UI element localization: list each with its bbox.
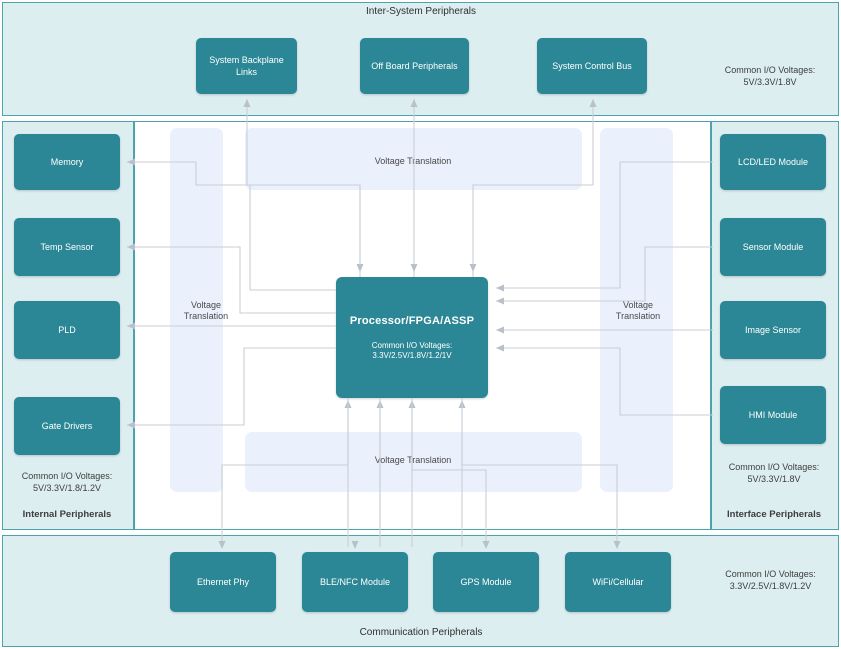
voltages-interface: Common I/O Voltages: 5V/3.3V/1.8V <box>707 461 841 485</box>
node-off-board-peripherals[interactable]: Off Board Peripherals <box>360 38 469 94</box>
section-title-inter-system: Inter-System Peripherals <box>365 6 477 17</box>
voltages-communication: Common I/O Voltages: 3.3V/2.5V/1.8V/1.2V <box>700 568 841 592</box>
node-hmi-module[interactable]: HMI Module <box>720 386 826 444</box>
node-gps-module[interactable]: GPS Module <box>433 552 539 612</box>
node-label: Memory <box>50 157 84 167</box>
vt-label-line1: Voltage <box>622 300 654 310</box>
voltages-line1: Common I/O Voltages: <box>725 569 816 579</box>
node-ethernet-phy[interactable]: Ethernet Phy <box>170 552 276 612</box>
node-wifi-cellular[interactable]: WiFi/Cellular <box>565 552 671 612</box>
voltages-line2: 5V/3.3V/1.8V <box>747 474 801 484</box>
node-label: System Control Bus <box>552 61 632 71</box>
vt-label-line2: Translation <box>183 311 229 321</box>
node-sensor-module[interactable]: Sensor Module <box>720 218 826 276</box>
voltage-translation-label-top: Voltage Translation <box>374 156 452 166</box>
node-pld[interactable]: PLD <box>14 301 120 359</box>
node-label: Ethernet Phy <box>196 577 250 587</box>
voltages-internal: Common I/O Voltages: 5V/3.3V/1.8/1.2V <box>0 470 134 494</box>
node-gate-drivers[interactable]: Gate Drivers <box>14 397 120 455</box>
node-label: Sensor Module <box>742 242 804 252</box>
node-label: GPS Module <box>460 577 512 587</box>
node-label: Temp Sensor <box>40 242 94 252</box>
node-system-control-bus[interactable]: System Control Bus <box>537 38 647 94</box>
node-label-line1: System Backplane <box>209 55 284 65</box>
voltages-line1: Common I/O Voltages: <box>724 65 816 75</box>
node-label: LCD/LED Module <box>737 157 809 167</box>
node-label: Image Sensor <box>744 325 802 335</box>
voltage-translation-label-bottom: Voltage Translation <box>374 455 452 465</box>
voltage-translation-label-right: Voltage Translation <box>592 300 684 322</box>
node-system-backplane-links[interactable]: System Backplane Links <box>196 38 297 94</box>
node-temp-sensor[interactable]: Temp Sensor <box>14 218 120 276</box>
node-label-line2: Links <box>235 67 257 77</box>
processor-title: Processor/FPGA/ASSP <box>349 314 475 327</box>
node-ble-nfc-module[interactable]: BLE/NFC Module <box>302 552 408 612</box>
voltages-line2: 5V/3.3V/1.8/1.2V <box>32 483 102 493</box>
voltage-translation-label-left: Voltage Translation <box>160 300 252 322</box>
node-image-sensor[interactable]: Image Sensor <box>720 301 826 359</box>
section-title-communication: Communication Peripherals <box>359 627 483 638</box>
node-label: Off Board Peripherals <box>371 61 458 71</box>
node-label: Gate Drivers <box>41 421 93 431</box>
voltages-line1: Common I/O Voltages: <box>728 462 820 472</box>
voltages-inter-system: Common I/O Voltages: 5V/3.3V/1.8V <box>700 64 840 88</box>
processor-voltages-line1: Common I/O Voltages: <box>371 340 453 350</box>
processor-voltages-line2: 3.3V/2.5V/1.8V/1.2/1V <box>372 350 452 360</box>
vt-label-line1: Voltage <box>190 300 222 310</box>
node-memory[interactable]: Memory <box>14 134 120 190</box>
node-label: BLE/NFC Module <box>319 577 391 587</box>
section-title-internal: Internal Peripherals <box>22 509 112 520</box>
node-label: WiFi/Cellular <box>592 577 644 587</box>
section-title-interface: Interface Peripherals <box>727 509 821 520</box>
voltages-line2: 5V/3.3V/1.8V <box>743 77 797 87</box>
node-label: HMI Module <box>748 410 798 420</box>
voltages-line1: Common I/O Voltages: <box>21 471 113 481</box>
node-lcd-led-module[interactable]: LCD/LED Module <box>720 134 826 190</box>
vt-label-line2: Translation <box>615 311 661 321</box>
voltages-line2: 3.3V/2.5V/1.8V/1.2V <box>729 581 812 591</box>
node-processor-fpga-assp[interactable]: Processor/FPGA/ASSP Common I/O Voltages:… <box>336 277 488 398</box>
node-label: PLD <box>58 325 76 335</box>
